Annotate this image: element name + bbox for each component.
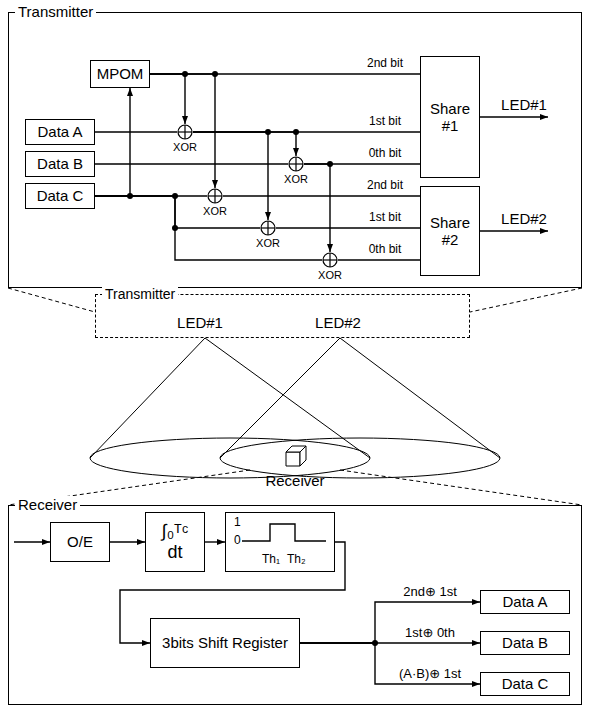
gate-label: XOR [173,141,197,154]
box-label: Data C [37,187,84,204]
connector [95,196,260,228]
gate-label: XOR [318,269,342,282]
axis-label: 1 [234,516,241,530]
connector [95,131,177,132]
panel-title: Transmitter [15,3,96,20]
process-box: O/E [50,522,110,562]
led-label: LED#2 [313,314,363,331]
connector [95,163,288,164]
box-label: Data B [37,155,83,172]
box-label: Share #1 [427,100,473,135]
xor-symbol [322,252,338,268]
box-label: Data A [37,123,82,140]
axis-label: 0 [234,534,241,548]
gate-label: XOR [203,205,227,218]
box-label: MPOM [97,65,144,82]
box-label: Share #2 [427,214,473,249]
block-panel: O/E∫₀ᵀᶜ dt10Th₁Th₂3bits Shift RegisterDa… [8,505,582,705]
edge-label: 0th bit [367,243,404,257]
connector [223,195,420,196]
process-box: MPOM [90,60,150,88]
process-box: Data B [480,631,570,655]
xor-gate: XOR [288,156,304,172]
connector [276,227,420,228]
process-box: Data C [25,183,95,209]
connector [300,602,480,643]
light-cones [90,338,500,478]
process-box: Data A [480,590,570,614]
led-label: LED#1 [499,96,549,113]
xor-gate: XOR [207,188,223,204]
receiver-label: Receiver [263,472,326,489]
xor-symbol [207,188,223,204]
process-box: Share #2 [420,186,480,276]
gate-label: XOR [256,237,280,250]
edge-label: 2nd bit [365,57,405,71]
xor-gate: XOR [177,124,193,140]
box-label: O/E [67,533,93,550]
process-box: 3bits Shift Register [150,618,300,668]
box-label: ∫₀ᵀᶜ dt [152,521,198,562]
connector [150,74,215,188]
edge-label: 2nd bit [365,179,405,193]
edge-label: (A·B)⊕ 1st [397,667,463,682]
edge-label: 0th bit [367,147,404,161]
threshold-pulse [242,524,326,541]
gate-label: XOR [284,173,308,186]
junction-dots [127,71,378,646]
panel-title: Receiver [15,496,80,513]
zoom-leaders [8,288,582,505]
box-label: 3bits Shift Register [162,634,288,651]
led-label: LED#2 [499,210,549,227]
led-output-arrows [14,117,548,542]
edge-label: 2nd⊕ 1st [401,585,459,600]
block-panel: MPOMData AData BData CXORXORXORXORXORSha… [8,12,582,288]
connector [300,643,480,684]
connector [338,259,420,260]
process-box: Share #1 [420,56,480,178]
process-box: Data C [480,672,570,696]
xor-gate: XOR [260,220,276,236]
xor-symbol [288,156,304,172]
panel-title: Transmitter [102,286,178,302]
process-box: Data B [25,151,95,177]
axis-label: Th₁ [262,553,280,567]
connector [193,132,268,220]
connector [95,88,130,196]
xor-symbol [177,124,193,140]
box-label: Data C [502,675,549,692]
edge-label: 1st⊕ 0th [403,626,457,641]
connector [205,541,225,542]
xor-symbol [260,220,276,236]
connector [150,74,185,124]
zoom-box: Transmitter [95,294,470,338]
led-label: LED#1 [175,314,225,331]
process-box: Data A [25,119,95,145]
xor-gate: XOR [322,252,338,268]
connector [110,541,145,542]
box-label: Data B [502,634,548,651]
edge-label: 1st bit [367,211,403,225]
connector [193,132,296,156]
axis-label: Th₂ [287,553,306,567]
box-label: Data A [502,593,547,610]
threshold-box: 1 0Th₁ Th₂ [225,512,335,572]
receiver-cube [286,446,306,466]
edge-label: 1st bit [367,115,403,129]
process-box: ∫₀ᵀᶜ dt [145,512,205,572]
